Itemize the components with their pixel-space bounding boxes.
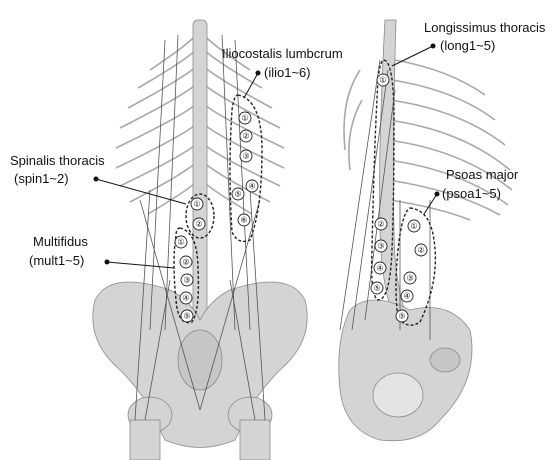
multifidus-marker-3: ③ — [181, 274, 193, 286]
psoas-code: (psoa1~5) — [442, 186, 501, 201]
longissimus-name: Longissimus thoracis — [424, 20, 546, 35]
svg-text:④: ④ — [248, 182, 255, 191]
spinalis-code: (spin1~2) — [14, 171, 69, 186]
psoas-marker-1: ① — [408, 220, 420, 232]
longissimus-marker-2: ② — [375, 218, 387, 230]
svg-text:⑥: ⑥ — [240, 216, 247, 225]
longissimus-marker-5: ⑤ — [371, 282, 383, 294]
svg-text:②: ② — [242, 132, 249, 141]
svg-text:⑤: ⑤ — [234, 190, 241, 199]
svg-text:③: ③ — [377, 242, 384, 251]
spinalis-marker-1: ① — [191, 198, 203, 210]
multifidus-name: Multifidus — [33, 234, 88, 249]
longissimus-marker-1: ① — [377, 74, 389, 86]
iliocostalis-name: Iliocostalis lumbcrum — [222, 46, 343, 61]
iliocostalis-marker-1: ① — [239, 112, 251, 124]
svg-text:④: ④ — [182, 294, 189, 303]
psoas-marker-5: ⑤ — [396, 310, 408, 322]
svg-text:③: ③ — [406, 274, 413, 283]
svg-text:③: ③ — [242, 152, 249, 161]
svg-text:①: ① — [193, 200, 200, 209]
longissimus-code: (long1~5) — [440, 38, 495, 53]
label-multifidus: Multifidus (mult1~5) — [29, 234, 174, 268]
multifidus-marker-5: ⑤ — [181, 310, 193, 322]
iliocostalis-marker-3: ③ — [240, 150, 252, 162]
svg-text:①: ① — [379, 76, 386, 85]
iliocostalis-marker-4: ④ — [246, 180, 258, 192]
iliocostalis-marker-2: ② — [240, 130, 252, 142]
iliocostalis-marker-5: ⑤ — [232, 188, 244, 200]
svg-text:②: ② — [377, 220, 384, 229]
svg-text:①: ① — [241, 114, 248, 123]
svg-text:③: ③ — [183, 276, 190, 285]
svg-text:④: ④ — [376, 264, 383, 273]
psoas-marker-2: ② — [415, 244, 427, 256]
multifidus-code: (mult1~5) — [29, 253, 84, 268]
label-spinalis: Spinalis thoracis (spin1~2) — [10, 153, 186, 204]
multifidus-marker-1: ① — [175, 236, 187, 248]
svg-text:①: ① — [177, 238, 184, 247]
svg-text:⑤: ⑤ — [398, 312, 405, 321]
longissimus-marker-4: ④ — [374, 262, 386, 274]
spinalis-name: Spinalis thoracis — [10, 153, 105, 168]
iliocostalis-code: (ilio1~6) — [264, 65, 311, 80]
svg-text:①: ① — [410, 222, 417, 231]
label-longissimus: Longissimus thoracis (long1~5) — [392, 20, 546, 66]
iliocostalis-marker-6: ⑥ — [238, 214, 250, 226]
lateral-skeleton — [339, 20, 512, 441]
multifidus-marker-4: ④ — [180, 292, 192, 304]
svg-text:②: ② — [182, 258, 189, 267]
spinalis-marker-2: ② — [193, 218, 205, 230]
svg-text:⑤: ⑤ — [373, 284, 380, 293]
svg-text:⑤: ⑤ — [183, 312, 190, 321]
psoas-marker-4: ④ — [401, 290, 413, 302]
multifidus-marker-2: ② — [180, 256, 192, 268]
longissimus-marker-3: ③ — [375, 240, 387, 252]
posterior-skeleton — [93, 20, 307, 460]
svg-text:④: ④ — [403, 292, 410, 301]
svg-text:②: ② — [195, 220, 202, 229]
svg-text:②: ② — [417, 246, 424, 255]
psoas-name: Psoas major — [446, 167, 519, 182]
psoas-marker-3: ③ — [404, 272, 416, 284]
